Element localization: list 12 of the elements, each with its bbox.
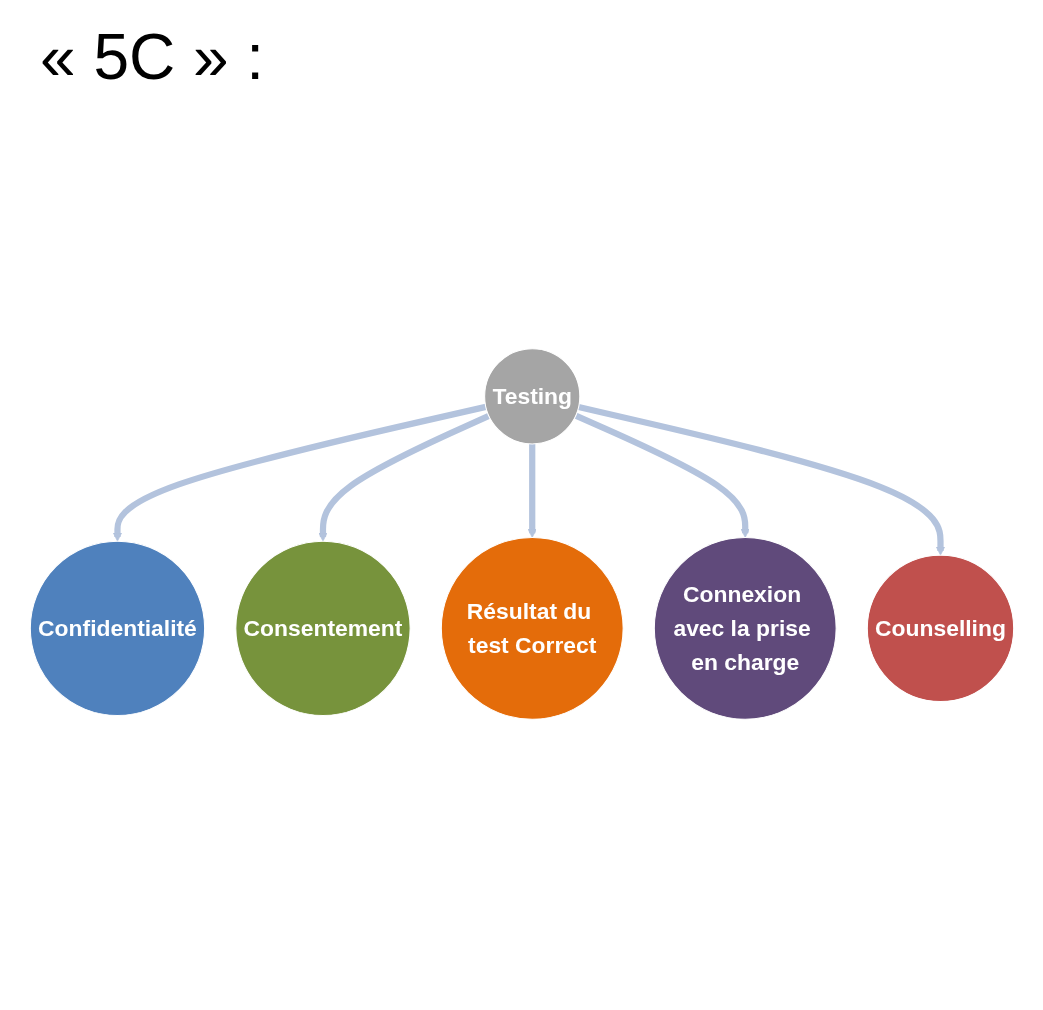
arrow: [317, 413, 490, 542]
node-circle: Résultat du test Correct: [440, 536, 624, 720]
arrow: [112, 403, 486, 542]
node-circle: Confidentialité: [29, 540, 205, 716]
node-circle: Testing: [483, 348, 580, 445]
node-circle: Counselling: [866, 554, 1014, 703]
arrow: [527, 443, 537, 538]
arrow: [577, 404, 945, 556]
node-circle: Consentement: [234, 540, 411, 717]
node-circle: Connexion avec la prise en charge: [653, 536, 837, 720]
arrow: [573, 412, 750, 538]
title: « 5C » :: [39, 20, 266, 94]
